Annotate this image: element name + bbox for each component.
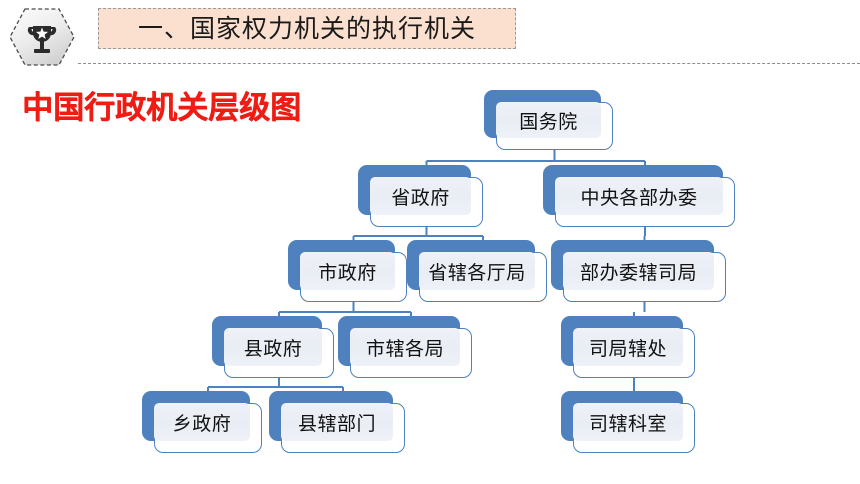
org-node-label: 省政府 (370, 177, 471, 215)
header-divider (78, 63, 860, 64)
org-node-label: 乡政府 (154, 403, 250, 441)
org-node-label: 司局辖处 (573, 328, 683, 366)
org-node-label: 司辖科室 (573, 403, 683, 441)
org-node: 部办委辖司局 (551, 240, 726, 302)
page-title: 中国行政机关层级图 (22, 90, 301, 126)
org-node: 中央各部办委 (543, 165, 735, 227)
org-node-label: 省辖各厅局 (419, 252, 535, 290)
org-node-label: 中央各部办委 (555, 177, 723, 215)
org-node: 县政府 (212, 316, 334, 378)
org-node-label: 市政府 (300, 252, 395, 290)
org-node: 司辖科室 (561, 391, 695, 453)
org-node: 县辖部门 (269, 391, 405, 453)
org-node: 国务院 (484, 90, 613, 150)
section-heading-text: 一、国家权力机关的执行机关 (137, 14, 476, 43)
trophy-star-hexagon-icon (8, 6, 76, 68)
section-heading-banner: 一、国家权力机关的执行机关 (98, 8, 516, 49)
org-node: 省政府 (358, 165, 483, 227)
org-node: 市辖各局 (338, 316, 472, 378)
org-node-label: 市辖各局 (350, 328, 460, 366)
org-node: 市政府 (288, 240, 407, 302)
org-node: 乡政府 (142, 391, 262, 453)
org-node: 省辖各厅局 (407, 240, 547, 302)
org-node-label: 县辖部门 (281, 403, 393, 441)
org-node-label: 县政府 (224, 328, 322, 366)
org-node-label: 部办委辖司局 (563, 252, 714, 290)
org-node: 司局辖处 (561, 316, 695, 378)
org-node-label: 国务院 (496, 102, 601, 138)
